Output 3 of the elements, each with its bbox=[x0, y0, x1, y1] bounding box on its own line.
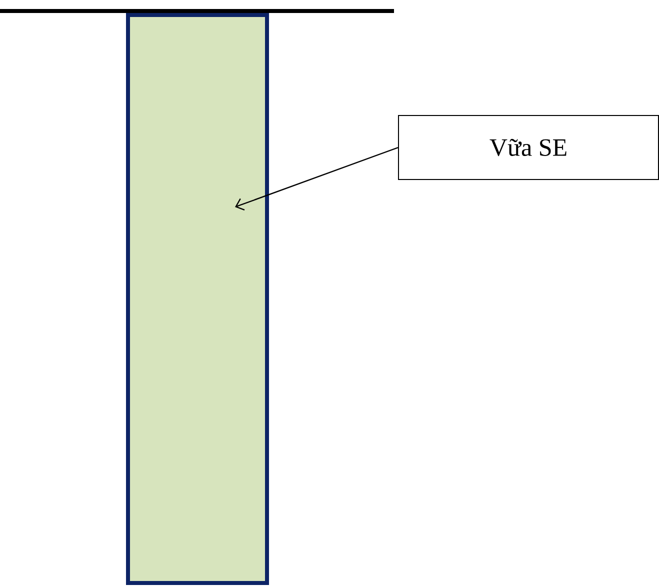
leader-arrow bbox=[235, 146, 398, 210]
column-box bbox=[126, 13, 269, 585]
callout-box: Vữa SE bbox=[398, 115, 659, 180]
